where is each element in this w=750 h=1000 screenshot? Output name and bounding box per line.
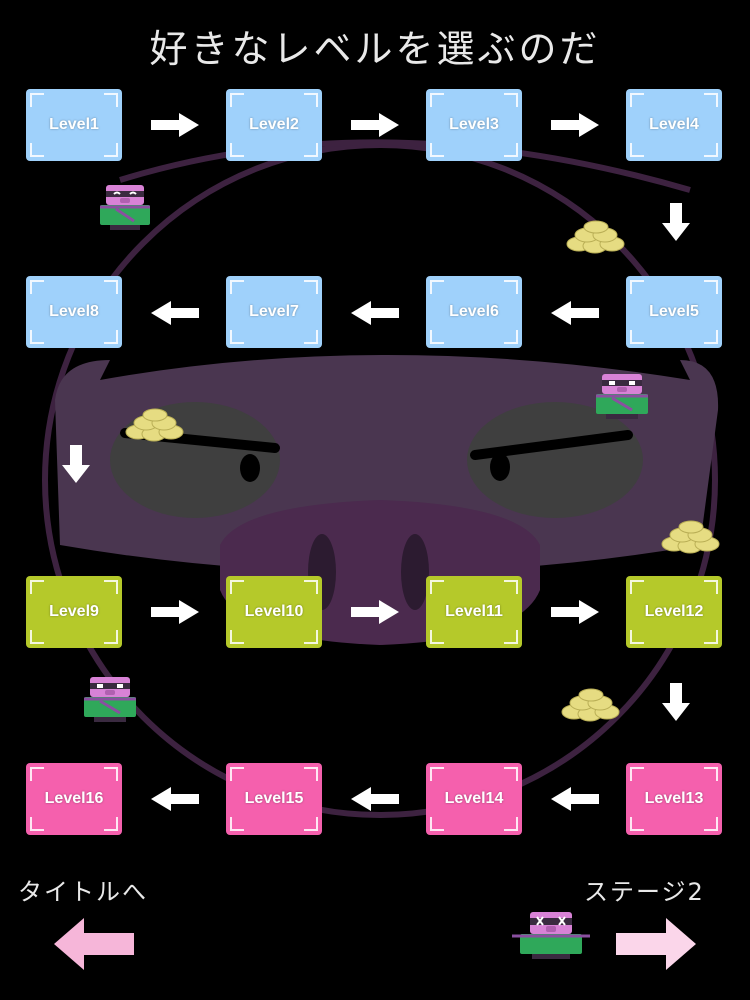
level-9-button[interactable]: Level9	[26, 576, 122, 648]
left-arrow-icon	[351, 787, 399, 811]
level-label: Level12	[644, 603, 704, 620]
left-arrow-icon	[151, 301, 199, 325]
level-3-button[interactable]: Level3	[426, 89, 522, 161]
level-label: Level4	[649, 116, 699, 133]
right-arrow-icon	[616, 918, 696, 970]
level-label: Level11	[445, 603, 503, 620]
ninja-pig-icon	[512, 912, 590, 959]
level-13-button[interactable]: Level13	[626, 763, 722, 835]
right-arrow-icon	[551, 600, 599, 624]
level-14-button[interactable]: Level14	[426, 763, 522, 835]
level-label: Level9	[49, 603, 99, 620]
down-arrow-icon	[662, 203, 690, 241]
level-8-button[interactable]: Level8	[26, 276, 122, 348]
level-label: Level5	[649, 303, 699, 320]
level-label: Level2	[249, 116, 299, 133]
level-15-button[interactable]: Level15	[226, 763, 322, 835]
coin-stack-icon	[561, 688, 620, 722]
next-stage-button[interactable]	[616, 918, 696, 970]
right-arrow-icon	[351, 600, 399, 624]
level-6-button[interactable]: Level6	[426, 276, 522, 348]
level-label: Level10	[244, 603, 304, 620]
level-12-button[interactable]: Level12	[626, 576, 722, 648]
left-arrow-icon	[351, 301, 399, 325]
ninja-pig-icon	[596, 374, 648, 419]
right-arrow-icon	[551, 113, 599, 137]
ninja-pig-icon	[84, 677, 136, 722]
right-nostril	[401, 534, 429, 610]
right-arrow-icon	[151, 600, 199, 624]
left-arrow-icon	[54, 918, 134, 970]
coin-stack-icon	[125, 408, 184, 442]
level-7-button[interactable]: Level7	[226, 276, 322, 348]
level-16-button[interactable]: Level16	[26, 763, 122, 835]
level-label: Level6	[449, 303, 499, 320]
right-arrow-icon	[351, 113, 399, 137]
level-2-button[interactable]: Level2	[226, 89, 322, 161]
level-label: Level16	[44, 790, 104, 807]
level-label: Level15	[244, 790, 304, 807]
down-arrow-icon	[62, 445, 90, 483]
level-label: Level13	[644, 790, 704, 807]
back-to-title-link[interactable]: タイトルへ	[18, 878, 148, 906]
left-pupil	[240, 454, 260, 482]
level-1-button[interactable]: Level1	[26, 89, 122, 161]
level-label: Level7	[249, 303, 299, 320]
back-button[interactable]	[54, 918, 134, 970]
next-stage-link[interactable]: ステージ2	[584, 878, 705, 906]
level-4-button[interactable]: Level4	[626, 89, 722, 161]
ninja-pig-icon	[100, 185, 150, 230]
level-5-button[interactable]: Level5	[626, 276, 722, 348]
right-arrow-icon	[151, 113, 199, 137]
level-label: Level14	[444, 790, 504, 807]
left-arrow-icon	[551, 301, 599, 325]
left-arrow-icon	[551, 787, 599, 811]
left-arrow-icon	[151, 787, 199, 811]
level-label: Level3	[449, 116, 499, 133]
level-label: Level8	[49, 303, 99, 320]
level-11-button[interactable]: Level11	[426, 576, 522, 648]
face-upper-curve	[119, 139, 691, 193]
down-arrow-icon	[662, 683, 690, 721]
right-pupil	[490, 453, 510, 481]
right-eye-lens	[467, 402, 643, 518]
level-label: Level1	[49, 116, 99, 133]
level-10-button[interactable]: Level10	[226, 576, 322, 648]
coin-stack-icon	[661, 520, 720, 554]
right-eyebrow	[470, 430, 633, 460]
coin-stack-icon	[566, 220, 625, 254]
page-title: 好きなレベルを選ぶのだ	[149, 27, 601, 71]
